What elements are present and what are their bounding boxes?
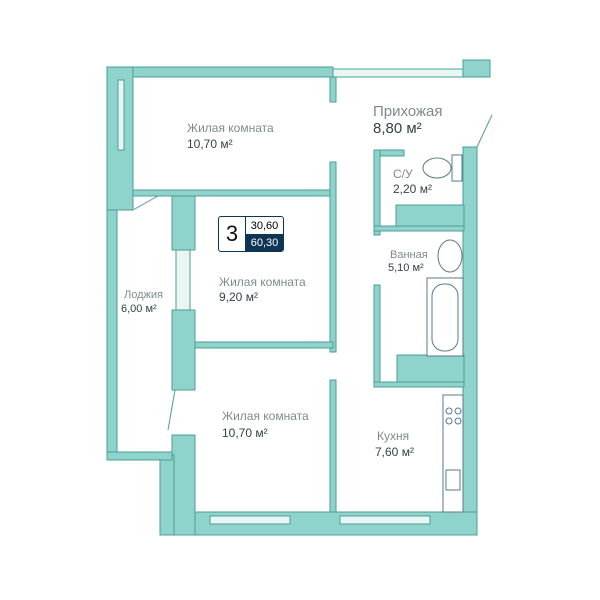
wall <box>373 284 381 386</box>
wall <box>132 66 334 78</box>
window <box>117 79 125 151</box>
room-area: 6,00 м² <box>121 303 157 315</box>
room-area: 5,10 м² <box>388 262 424 274</box>
room-name: Лоджия <box>124 289 163 301</box>
room-area: 9,20 м² <box>219 290 258 304</box>
stove-icon <box>454 407 462 415</box>
room-area: 10,70 м² <box>222 426 268 440</box>
washer-counter <box>396 354 465 383</box>
window <box>209 515 291 525</box>
door-swing <box>167 389 176 431</box>
wall <box>462 146 478 536</box>
apartment-badge: 3 30,60 60,30 <box>218 216 284 252</box>
room-name: Ванная <box>390 249 428 261</box>
stove-icon <box>445 417 453 425</box>
total-area: 60,30 <box>246 234 283 251</box>
wall <box>329 76 337 103</box>
door-swing <box>476 114 493 148</box>
loggia-wall <box>106 451 173 461</box>
toilet-tank <box>451 154 463 182</box>
toilet-icon <box>422 157 452 179</box>
room-area: 8,80 м² <box>373 120 422 137</box>
stove-icon <box>445 407 453 415</box>
room-area: 10,70 м² <box>187 137 233 151</box>
wall <box>171 309 196 391</box>
wall <box>373 149 381 236</box>
stove-icon <box>454 417 462 425</box>
room-name: Прихожая <box>373 103 443 120</box>
wall <box>462 59 491 78</box>
room-count: 3 <box>219 217 246 251</box>
wall <box>159 454 175 536</box>
wall <box>329 379 337 513</box>
room-name: Кухня <box>377 429 410 443</box>
window <box>175 249 191 311</box>
wall <box>171 189 196 251</box>
bathtub-inner <box>431 283 459 352</box>
room-name: Жилая комната <box>222 409 309 423</box>
wall <box>171 434 196 536</box>
washbasin-icon <box>437 239 463 273</box>
room-name: Жилая комната <box>187 121 274 135</box>
living-area: 30,60 <box>250 219 279 232</box>
window <box>339 515 431 525</box>
wall <box>373 381 465 388</box>
room-name: С/У <box>393 167 413 181</box>
wall <box>194 341 334 349</box>
room-area: 2,20 м² <box>393 182 432 196</box>
loggia-wall <box>106 209 118 461</box>
wall <box>132 189 334 197</box>
sink-counter <box>395 204 465 227</box>
wall <box>329 161 337 353</box>
wall <box>373 225 465 232</box>
window <box>332 68 464 78</box>
room-area: 7,60 м² <box>375 445 414 459</box>
room-name: Жилая комната <box>219 275 306 289</box>
kitchen-sink-icon <box>445 469 461 491</box>
